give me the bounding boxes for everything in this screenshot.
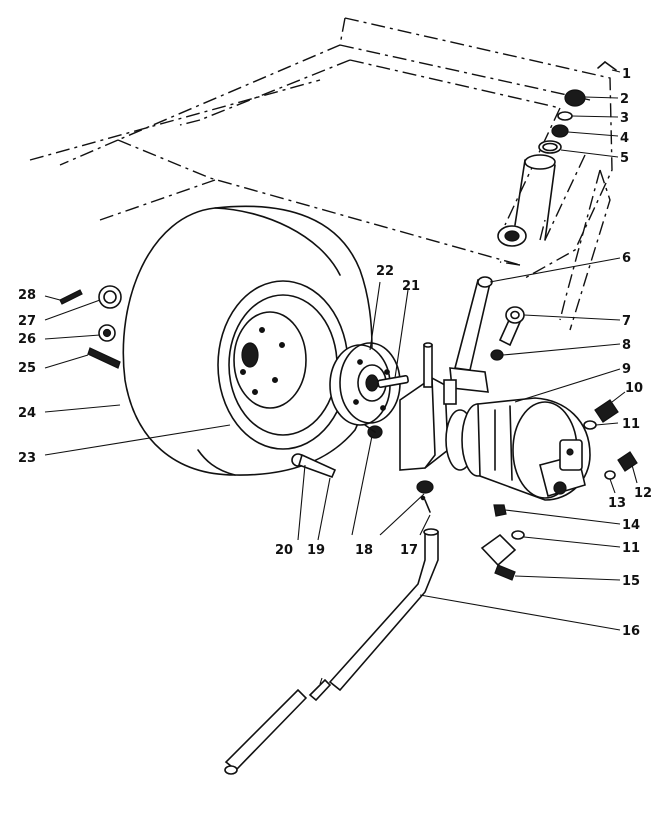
steering-arm (449, 276, 493, 393)
hub-fasteners (59, 285, 122, 369)
callout-10: 10 (625, 381, 643, 396)
callout-23: 23 (18, 451, 36, 466)
callout-4: 4 (620, 131, 629, 146)
callout-3: 3 (620, 111, 629, 126)
callout-20: 20 (275, 543, 293, 558)
stud (377, 374, 409, 389)
wheel-rim (217, 280, 349, 450)
callout-28: 28 (18, 288, 36, 303)
callout-18: 18 (355, 543, 373, 558)
callout-22: 22 (376, 264, 394, 279)
callout-26: 26 (18, 332, 36, 347)
spindle-bearing-stack (497, 61, 617, 247)
callout-16: 16 (622, 624, 640, 639)
callout-21: 21 (402, 279, 420, 294)
long-bolt (291, 453, 337, 479)
callout-27: 27 (18, 314, 36, 329)
hydraulic-motor (445, 397, 591, 501)
tow-handle (224, 528, 439, 775)
callout-25: 25 (18, 361, 36, 376)
callout-8: 8 (622, 338, 631, 353)
callout-15: 15 (622, 574, 640, 589)
callout-9: 9 (622, 362, 631, 377)
wheel-hub (329, 342, 401, 426)
callout-5: 5 (620, 151, 629, 166)
wheel-nut (416, 480, 434, 494)
jam-nut (490, 349, 504, 361)
callout-labels: 1 2 3 4 5 6 7 8 9 10 11 12 13 14 11 15 1… (18, 67, 652, 639)
callout-7: 7 (622, 314, 631, 329)
callout-2: 2 (620, 92, 629, 107)
callout-17: 17 (400, 543, 418, 558)
callout-11b: 11 (622, 541, 640, 556)
lug-bolt (364, 424, 383, 439)
callout-19: 19 (307, 543, 325, 558)
callout-12: 12 (634, 486, 652, 501)
callout-13: 13 (608, 496, 626, 511)
callout-24: 24 (18, 406, 36, 421)
rod-end (498, 306, 525, 347)
callout-1: 1 (622, 67, 631, 82)
leader-lines (44, 69, 638, 631)
cotter-pin (420, 495, 431, 513)
callout-14: 14 (622, 518, 640, 533)
callout-6: 6 (622, 251, 631, 266)
callout-11a: 11 (622, 417, 640, 432)
